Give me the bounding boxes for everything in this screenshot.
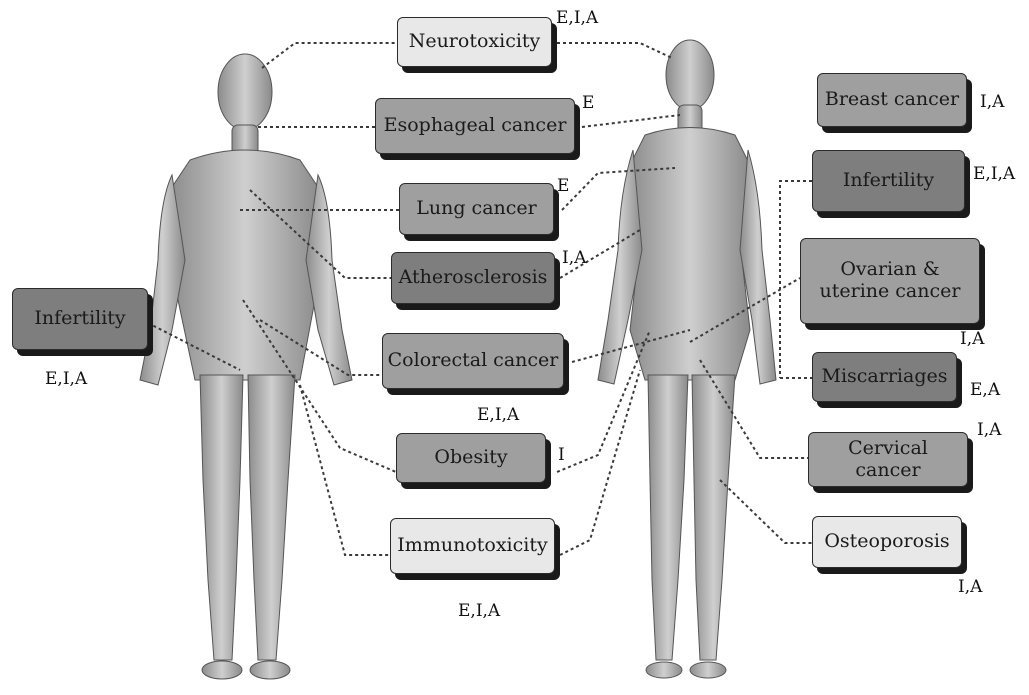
miscarriages-box: Miscarriages [812,352,957,402]
breast-cancer-exposure: I,A [980,92,1004,112]
colorectal-cancer-label: Colorectal cancer [388,350,559,372]
obesity-label: Obesity [434,447,507,469]
female-infertility-box: Infertility [812,150,965,212]
cervical-cancer-exposure: I,A [977,420,1001,440]
connector-immunotoxicity-male [300,385,390,555]
female-infertility-exposure: E,I,A [973,164,1015,184]
obesity-exposure: I [558,445,565,465]
ovarian-uterine-cancer-exposure: I,A [960,329,984,349]
ovarian-uterine-cancer-box: Ovarian & uterine cancer [800,238,980,324]
breast-cancer-box: Breast cancer [817,73,967,127]
lung-cancer-box: Lung cancer [399,183,554,235]
cervical-cancer-box: Cervical cancer [808,432,968,487]
osteoporosis-box: Osteoporosis [812,516,962,568]
esophageal-cancer-box: Esophageal cancer [375,98,575,154]
lung-cancer-exposure: E [557,176,569,196]
colorectal-cancer-box: Colorectal cancer [382,333,564,389]
connector-osteoporosis-female [720,480,812,543]
immunotoxicity-box: Immunotoxicity [390,518,555,574]
male-infertility-box: Infertility [12,288,148,350]
connector-neurotoxicity-male [262,43,397,68]
male-infertility-label: Infertility [34,308,125,330]
obesity-box: Obesity [396,433,546,483]
colorectal-cancer-exposure: E,I,A [477,405,519,425]
miscarriages-label: Miscarriages [822,366,948,388]
connector-neurotoxicity-female [557,43,672,58]
miscarriages-exposure: E,A [970,380,1000,400]
immunotoxicity-label: Immunotoxicity [397,535,547,557]
cervical-cancer-label: Cervical cancer [813,438,963,482]
atherosclerosis-label: Atherosclerosis [399,267,548,289]
neurotoxicity-label: Neurotoxicity [409,31,541,53]
esophageal-cancer-label: Esophageal cancer [384,115,567,137]
osteoporosis-label: Osteoporosis [824,531,949,553]
male-figure [140,54,352,679]
atherosclerosis-box: Atherosclerosis [391,252,555,304]
connector-esophageal-female [582,115,680,127]
esophageal-cancer-exposure: E [582,93,594,113]
connector-immunotoxicity-female [560,370,640,555]
female-infertility-label: Infertility [843,170,934,192]
breast-cancer-label: Breast cancer [825,89,959,111]
female-figure [598,40,776,678]
immunotoxicity-exposure: E,I,A [458,601,500,621]
lung-cancer-label: Lung cancer [416,198,536,220]
male-infertility-exposure: E,I,A [45,369,87,389]
neurotoxicity-box: Neurotoxicity [397,17,552,67]
osteoporosis-exposure: I,A [958,577,982,597]
neurotoxicity-exposure: E,I,A [556,8,598,28]
atherosclerosis-exposure: I,A [562,248,586,268]
ovarian-uterine-cancer-label: Ovarian & uterine cancer [805,259,975,303]
